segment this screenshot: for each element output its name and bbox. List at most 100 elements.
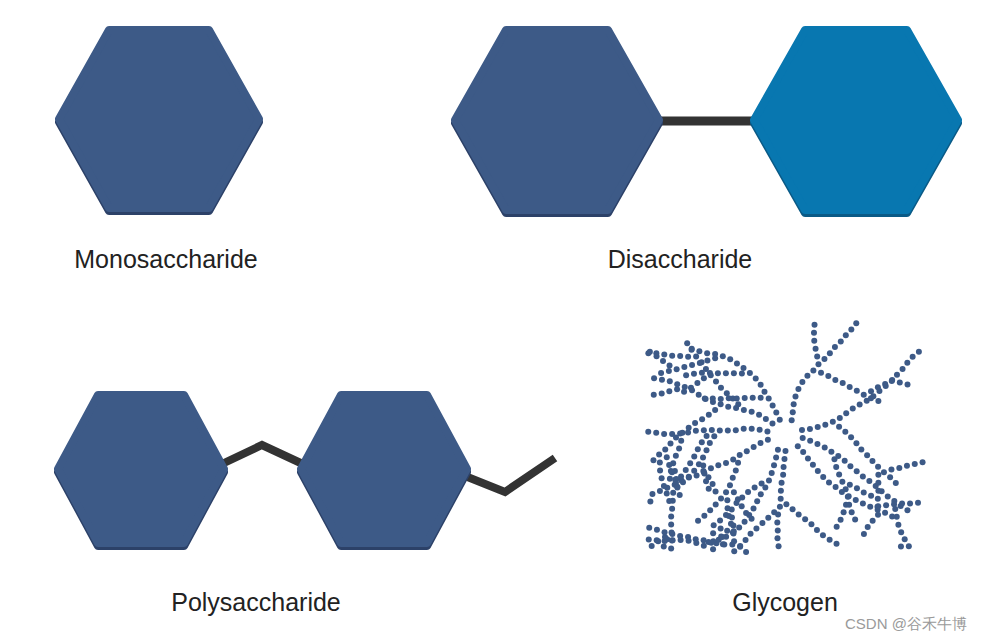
glucose-dot: [766, 396, 772, 402]
glucose-dot: [848, 434, 854, 440]
glucose-dot: [769, 470, 775, 476]
glucose-dot: [691, 468, 697, 474]
glucose-dot: [780, 472, 786, 478]
glucose-dot: [705, 474, 711, 480]
glucose-dot: [748, 531, 754, 537]
glucose-dot: [668, 440, 674, 446]
glucose-dot: [790, 506, 796, 512]
glucose-dot: [825, 373, 831, 379]
glucose-dot: [661, 351, 667, 357]
glucose-dot: [847, 463, 853, 469]
glucose-dot: [668, 546, 674, 552]
glucose-dot: [678, 537, 684, 543]
glucose-dot: [723, 370, 729, 376]
glucose-dot: [653, 430, 659, 436]
glucose-dot: [657, 488, 663, 494]
glucose-dot: [725, 427, 731, 433]
glucose-dot: [775, 527, 781, 533]
glucose-dot: [766, 477, 772, 483]
glucose-dot: [791, 401, 797, 407]
glucose-dot: [777, 504, 783, 510]
glucose-dot: [875, 464, 881, 470]
glucose-dot: [860, 473, 866, 479]
glucose-dot: [854, 468, 860, 474]
glucose-dot: [673, 435, 679, 441]
glucose-dot: [654, 537, 660, 543]
glucose-dot: [718, 495, 724, 501]
glucose-dot: [709, 427, 715, 433]
glucose-dot: [707, 507, 713, 513]
glucose-dot: [701, 375, 707, 381]
glucose-dot: [875, 496, 881, 502]
glucose-dot: [845, 494, 851, 500]
glucose-dot: [916, 349, 922, 355]
glucose-dot: [701, 543, 707, 549]
glucose-dot: [821, 356, 827, 362]
glucose-dot: [853, 440, 859, 446]
glucose-dot: [678, 438, 684, 444]
glucose-dot: [713, 488, 719, 494]
glucose-dot: [664, 454, 670, 460]
glucose-dot: [839, 489, 845, 495]
glucose-dot: [725, 404, 731, 410]
glucose-dot: [646, 536, 652, 542]
glucose-dot: [900, 366, 906, 372]
glucose-dot: [704, 447, 710, 453]
glucose-dot: [815, 424, 821, 430]
glucose-dot: [674, 484, 680, 490]
glucose-dot: [727, 482, 733, 488]
sugar-ring-hexagon: [58, 395, 224, 543]
glucose-dot: [670, 490, 676, 496]
glucose-dot: [781, 456, 787, 462]
glucose-dot: [668, 522, 674, 528]
glucose-dot: [832, 344, 838, 350]
glucose-dot: [758, 491, 764, 497]
glucose-dot: [718, 401, 724, 407]
glucose-dot: [730, 457, 736, 463]
glucose-dot: [868, 493, 874, 499]
glucose-dot: [781, 464, 787, 470]
glucose-dot: [692, 420, 698, 426]
glucose-dot: [783, 501, 789, 507]
glucose-dot: [889, 378, 895, 384]
glucose-dot: [712, 407, 718, 413]
glucose-dot: [704, 433, 710, 439]
glucose-dot: [887, 474, 893, 480]
glucose-dot: [898, 529, 904, 535]
glucose-dot: [661, 483, 667, 489]
glucose-dot: [822, 444, 828, 450]
glucose-dot: [710, 481, 716, 487]
glucose-dot: [895, 522, 901, 528]
glucose-dot: [735, 496, 741, 502]
glucose-dot: [775, 447, 781, 453]
glucose-dot: [902, 536, 908, 542]
glucose-dot: [724, 528, 730, 534]
glucose-dot: [733, 467, 739, 473]
glucose-dot: [897, 379, 903, 385]
glucose-dot: [666, 388, 672, 394]
glucose-dot: [828, 449, 834, 455]
glucose-dot: [904, 507, 910, 513]
glucose-dot: [684, 340, 690, 346]
glucose-dot: [683, 467, 689, 473]
glucose-dot: [737, 544, 743, 550]
sugar-ring-hexagon: [455, 30, 659, 210]
glucose-dot: [717, 428, 723, 434]
glucose-dot: [834, 524, 840, 530]
glucose-dot: [920, 459, 926, 465]
glucose-dot: [707, 370, 713, 376]
glucose-dot: [846, 493, 852, 499]
glucose-dot: [843, 332, 849, 338]
glycogen-dots: [645, 320, 925, 555]
glucose-dot: [805, 456, 811, 462]
glucose-dot: [724, 390, 730, 396]
shape-label: Disaccharide: [608, 244, 753, 274]
glucose-dot: [647, 349, 653, 355]
glucose-dot: [691, 371, 697, 377]
glucose-dot: [715, 370, 721, 376]
glucose-dot: [749, 516, 755, 522]
glucose-dot: [875, 480, 881, 486]
glucose-dot: [733, 405, 739, 411]
glucose-dot: [889, 377, 895, 383]
glucose-dot: [799, 379, 805, 385]
